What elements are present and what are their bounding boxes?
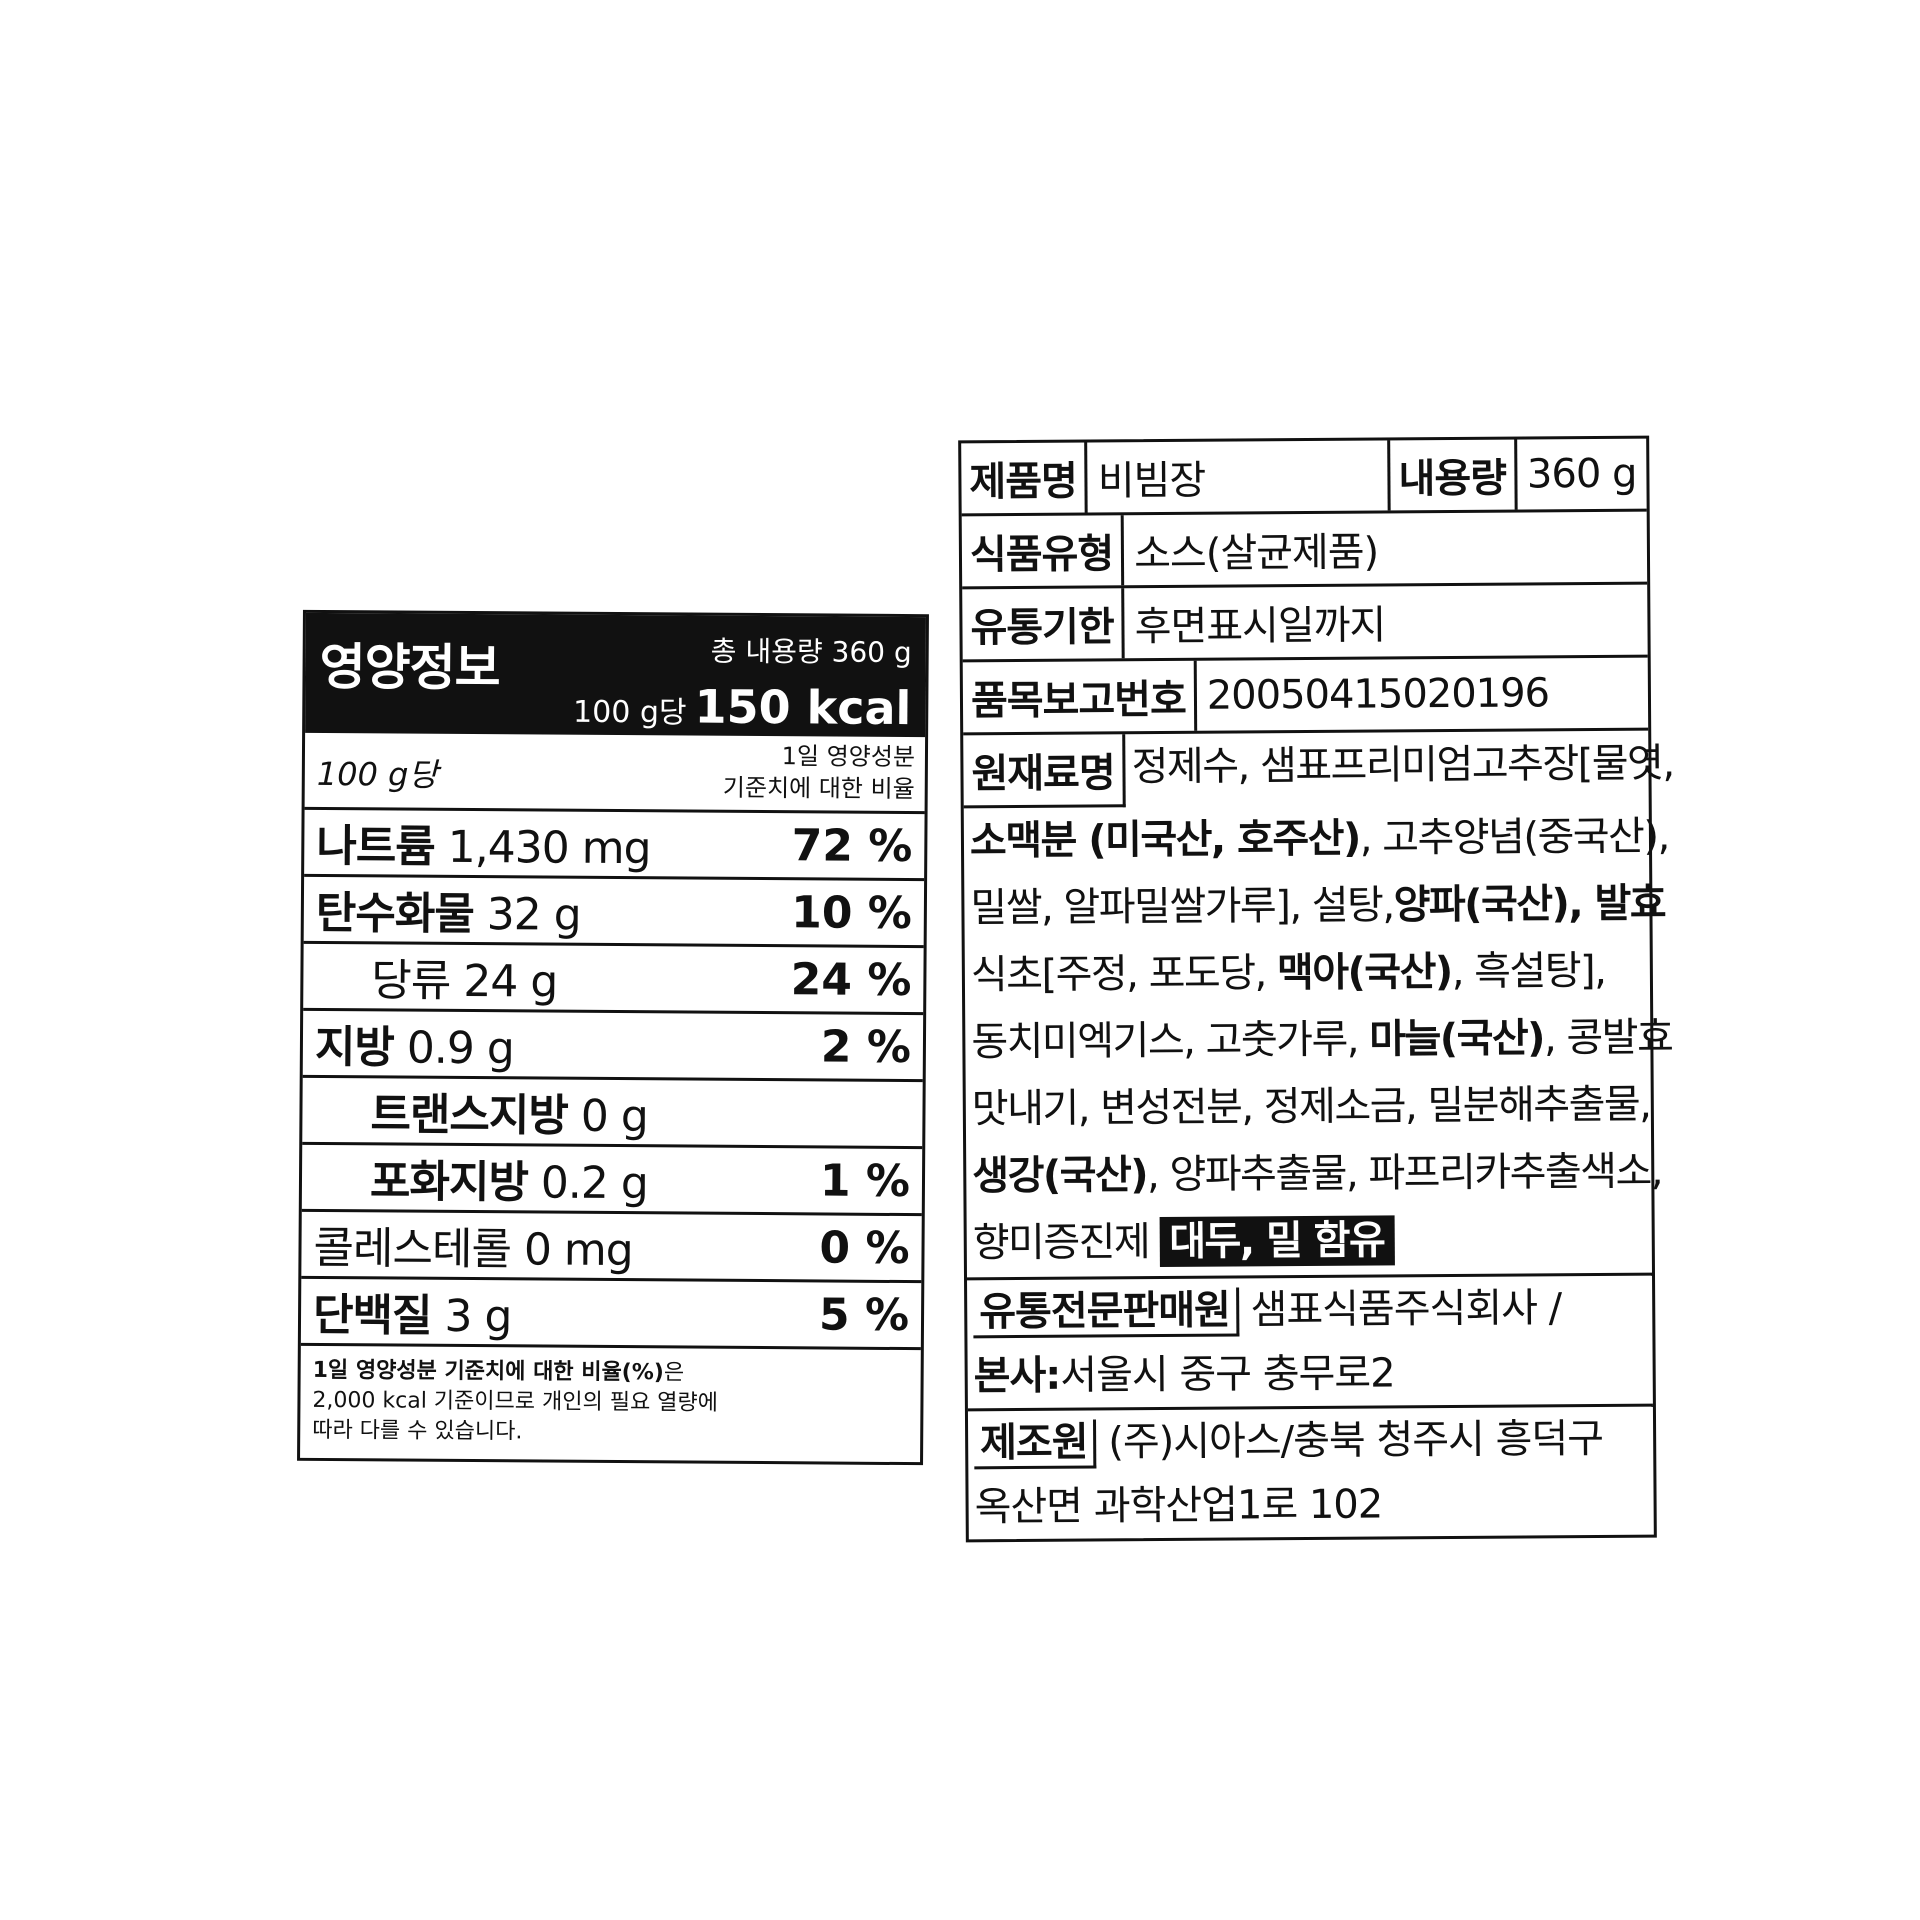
product-info-panel: 제품명 비빔장 내용량 360 g 식품유형 소스(살균제품) 유통기한 후면표… bbox=[958, 435, 1674, 1543]
maker-block: 제조원 (주)시아스/충북 청주시 흥덕구 옥산면 과학산업1로 102 bbox=[968, 1407, 1654, 1540]
nutrient-row-fat: 지방 0.9 g 2 % bbox=[302, 1010, 924, 1083]
allergen-badge: 대두, 밀 함유 bbox=[1159, 1215, 1395, 1268]
report-number-row: 품목보고번호 20050415020196 bbox=[962, 657, 1649, 736]
nutrient-row-cholesterol: 콜레스테롤 0 mg 0 % bbox=[301, 1211, 922, 1284]
kcal-value: 150 kcal bbox=[694, 679, 912, 736]
report-number-value: 20050415020196 bbox=[1206, 670, 1550, 719]
ingredient-bold: 양파(국산), 발효 bbox=[1393, 880, 1666, 929]
maker-value-line-1: (주)시아스/충북 청주시 흥덕구 bbox=[1108, 1415, 1604, 1466]
nutrient-row-sodium: 나트륨 1,430 mg 72 % bbox=[304, 809, 925, 882]
ingredients-line-2: 소맥분 (미국산, 호주산), 고추양념(중국산), bbox=[964, 804, 1669, 876]
footnote-bold: 1일 영양성분 기준치에 대한 비율(%) bbox=[312, 1357, 664, 1386]
maker-value-line-2: 옥산면 과학산업1로 102 bbox=[974, 1481, 1383, 1531]
nutrition-title: 영양정보 bbox=[319, 637, 500, 698]
nutrient-name: 지방 bbox=[314, 1021, 395, 1074]
nutrient-row-sugars: 당류 24 g 24 % bbox=[303, 943, 924, 1016]
ingredient-bold: 마늘(국산) bbox=[1369, 1015, 1545, 1063]
nutrient-amount: 3 g bbox=[444, 1290, 512, 1343]
nutrient-name: 콜레스테롤 bbox=[313, 1222, 512, 1276]
nutrient-percent: 24 % bbox=[790, 953, 912, 1006]
sub-per-label: 100 g당 bbox=[316, 754, 438, 794]
daily-value-line-1: 1일 영양성분 bbox=[781, 742, 916, 772]
nutrient-percent: 10 % bbox=[791, 886, 913, 939]
ingredients-line-6: 맛내기, 변성전분, 정제소금, 밀분해추출물, bbox=[971, 1081, 1651, 1133]
expiry-row: 유통기한 후면표시일까지 bbox=[962, 584, 1648, 663]
ingredient-text: 동치미엑기스, 고춧가루, bbox=[971, 1016, 1359, 1066]
nutrient-name: 단백질 bbox=[312, 1289, 432, 1342]
hq-value: 서울시 중구 충무로2 bbox=[1060, 1350, 1395, 1399]
ingredient-text: , 흑설탕], bbox=[1451, 947, 1606, 995]
ingredients-block: 원재료명 정제수, 샘표프리미엄고추장[물엿, 소맥분 (미국산, 호주산), … bbox=[963, 730, 1674, 1281]
ingredient-bold: 맥아(국산) bbox=[1276, 948, 1452, 997]
per-label: 100 g당 bbox=[572, 694, 687, 731]
footnote-line-2: 2,000 kcal 기준이므로 개인의 필요 열량에 bbox=[312, 1387, 719, 1416]
ingredient-text: 향미증진제 bbox=[972, 1219, 1150, 1267]
expiry-label: 유통기한 bbox=[962, 588, 1125, 660]
ingredient-bold: 소맥분 (미국산, 호주산) bbox=[969, 815, 1360, 865]
nutrient-name: 탄수화물 bbox=[315, 887, 474, 941]
ingredients-line-1: 정제수, 샘표프리미엄고추장[물엿, bbox=[1131, 740, 1674, 791]
ingredients-line-3: 밀쌀, 알파밀쌀가루], 설탕,양파(국산), 발효 bbox=[964, 871, 1665, 943]
nutrient-amount: 1,430 mg bbox=[447, 821, 651, 875]
nutrient-amount: 0 mg bbox=[523, 1224, 633, 1277]
product-name-label: 제품명 bbox=[961, 442, 1089, 514]
product-name-value: 비빔장 bbox=[1097, 457, 1206, 505]
volume-value: 360 g bbox=[1526, 450, 1637, 498]
nutrient-row-trans-fat: 트랜스지방 0 g bbox=[302, 1077, 923, 1150]
daily-value-line-2: 기준치에 대한 비율 bbox=[722, 773, 915, 804]
nutrient-percent: 5 % bbox=[818, 1288, 910, 1341]
food-type-label: 식품유형 bbox=[961, 515, 1125, 587]
nutrient-percent: 72 % bbox=[791, 819, 913, 872]
ingredient-text: 식초[주정, 포도당, bbox=[970, 950, 1266, 999]
food-type-row: 식품유형 소스(살균제품) bbox=[961, 511, 1648, 590]
ingredients-line-4: 식초[주정, 포도당, 맥아(국산), 흑설탕], bbox=[965, 938, 1650, 1010]
daily-value-heading: 1일 영양성분 기준치에 대한 비율 bbox=[723, 740, 915, 805]
nutrient-row-saturated-fat: 포화지방 0.2 g 1 % bbox=[301, 1144, 923, 1217]
nutrient-percent: 1 % bbox=[819, 1154, 911, 1207]
seller-label: 유통전문판매원 bbox=[973, 1287, 1240, 1339]
nutrient-row-carbohydrate: 탄수화물 32 g 10 % bbox=[303, 876, 925, 949]
nutrient-percent: 0 % bbox=[819, 1221, 910, 1274]
product-name-row: 제품명 비빔장 내용량 360 g bbox=[961, 438, 1647, 517]
nutrient-percent: 2 % bbox=[820, 1020, 912, 1073]
ingredient-bold: 생강(국산) bbox=[972, 1152, 1148, 1200]
food-type-value: 소스(살균제품) bbox=[1134, 529, 1379, 578]
nutrition-total-volume: 총 내용량 360 g bbox=[710, 634, 912, 670]
ingredients-line-7: 생강(국산), 양파추출물, 파프리카추출색소, bbox=[966, 1139, 1662, 1211]
volume-label: 내용량 bbox=[1387, 439, 1518, 511]
seller-value: 샘표식품주식회사 / bbox=[1250, 1285, 1562, 1334]
ingredient-text: , 양파추출물, 파프리카추출색소, bbox=[1146, 1148, 1663, 1199]
report-number-label: 품목보고번호 bbox=[962, 660, 1198, 733]
nutrient-name: 당류 bbox=[371, 955, 451, 1007]
nutrient-name: 트랜스지방 bbox=[370, 1089, 569, 1142]
nutrient-amount: 0.2 g bbox=[540, 1157, 648, 1210]
ingredients-line-5: 동치미엑기스, 고춧가루, 마늘(국산), 콩발효 bbox=[965, 1005, 1672, 1077]
ingredient-text: , 콩발효 bbox=[1543, 1014, 1673, 1062]
footnote-line-3: 따라 다를 수 있습니다. bbox=[312, 1417, 523, 1445]
expiry-value: 후면표시일까지 bbox=[1134, 602, 1386, 651]
nutrient-row-protein: 단백질 3 g 5 % bbox=[300, 1278, 922, 1351]
ingredient-text: 밀쌀, 알파밀쌀가루], 설탕, bbox=[970, 882, 1394, 932]
nutrient-name: 나트륨 bbox=[316, 820, 435, 873]
nutrient-amount: 0.9 g bbox=[406, 1022, 514, 1075]
nutrition-subheader: 100 g당 1일 영양성분 기준치에 대한 비율 bbox=[304, 732, 926, 815]
hq-label: 본사: bbox=[973, 1352, 1061, 1400]
seller-block: 유통전문판매원 샘표식품주식회사 / 본사:서울시 중구 충무로2 bbox=[967, 1275, 1653, 1412]
ingredients-label: 원재료명 bbox=[963, 734, 1126, 809]
nutrient-amount: 32 g bbox=[486, 889, 581, 941]
ingredient-text: , 고추양념(중국산), bbox=[1359, 813, 1669, 862]
nutrient-amount: 0 g bbox=[580, 1090, 648, 1143]
nutrient-amount: 24 g bbox=[463, 955, 558, 1008]
footnote-tail: 은 bbox=[663, 1360, 685, 1386]
nutrition-footnote: 1일 영양성분 기준치에 대한 비율(%)은 2,000 kcal 기준이므로 … bbox=[300, 1346, 921, 1462]
nutrient-name: 포화지방 bbox=[369, 1156, 529, 1209]
maker-label: 제조원 bbox=[974, 1419, 1097, 1470]
